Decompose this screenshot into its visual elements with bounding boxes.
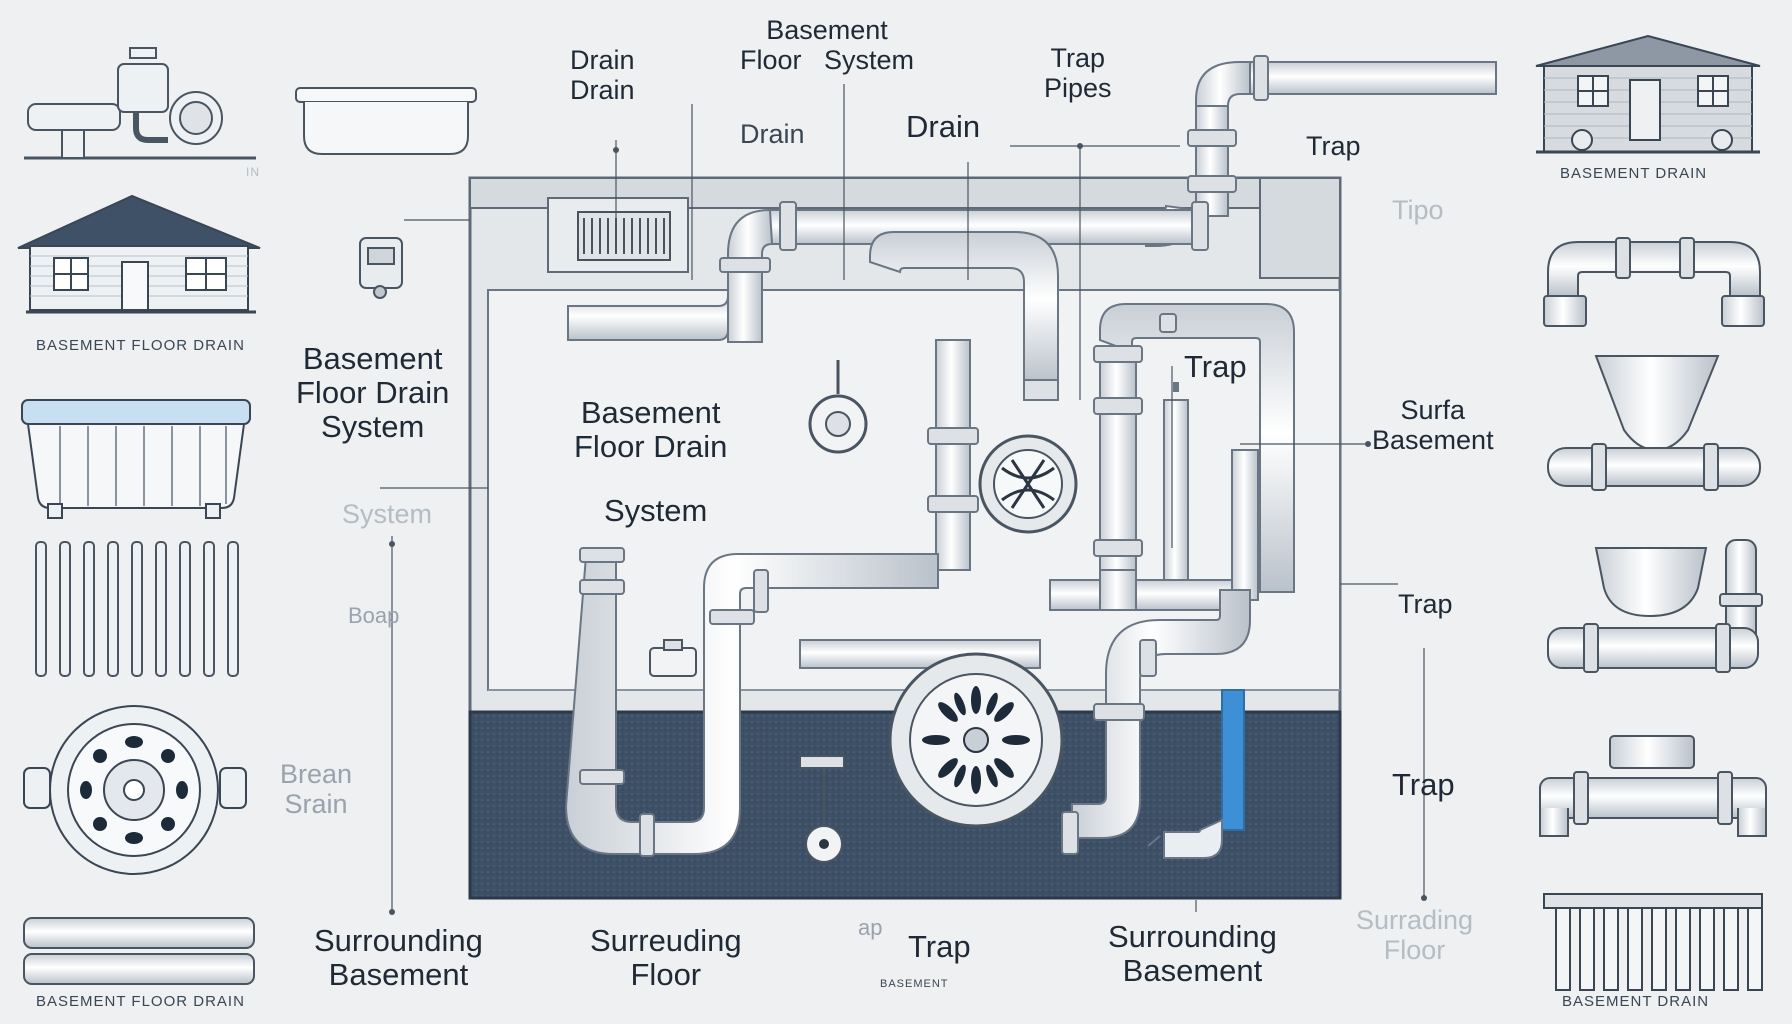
label-trap-right-top: Trap: [1306, 131, 1361, 161]
meter-icon: [359, 237, 403, 299]
label-tipo-faint: Tipo: [1392, 195, 1444, 225]
tub-tank-icon: [21, 399, 251, 519]
grille-bars-icon: [35, 541, 239, 677]
gauge: [808, 360, 868, 454]
caption-house-left: BASEMENT FLOOR DRAIN: [36, 337, 245, 354]
label-trap-right-low: Trap: [1392, 767, 1455, 802]
pipe-grate-icon: [1543, 893, 1763, 991]
caption-bottom-left: BASEMENT FLOOR DRAIN: [36, 993, 245, 1010]
small-valve: [799, 755, 845, 863]
bathtub-icon: [295, 87, 477, 155]
water-pipe: [1147, 689, 1245, 859]
caption-bottom-center: BASEMENT: [880, 978, 949, 990]
faint-caption-top-left: IN: [246, 165, 260, 179]
label-center-system: System: [604, 493, 708, 528]
leader-lines: [380, 84, 1425, 912]
label-basement-floor-system-top: Basement Floor System: [740, 15, 915, 75]
label-ap-faint: ap: [858, 915, 883, 940]
house-icon-left: [17, 194, 261, 314]
pipe-bars-icon: [23, 917, 255, 985]
label-trap-right-mid: Trap: [1398, 589, 1453, 619]
box-trap-icon: [1539, 735, 1767, 837]
wall-drain-round: [978, 434, 1078, 534]
label-surfa-basement: Surfa Basement: [1372, 395, 1494, 455]
house-icon-right: [1535, 34, 1761, 154]
label-surrounding-basement-right: Surrounding Basement: [1108, 919, 1277, 989]
label-trap-bottom: Trap: [908, 929, 971, 964]
label-trap-pipes: Trap Pipes: [1044, 43, 1112, 103]
label-center-title: Basement Floor Drain: [574, 395, 728, 465]
label-drain-faint: Drain: [740, 119, 805, 149]
pipe-network: [564, 55, 1497, 857]
u-pipe-icon: [1543, 237, 1765, 327]
label-drain-center: Drain: [906, 109, 981, 144]
funnel-trap-icon: [1547, 355, 1761, 491]
label-surrounding-floor: Surreuding Floor: [590, 923, 742, 993]
floor-drain-large: [888, 652, 1064, 828]
round-drain-icon: [23, 705, 247, 875]
label-surrounding-basement-left: Surrounding Basement: [314, 923, 483, 993]
label-trap-inner: Trap: [1184, 349, 1247, 384]
caption-bottom-right: BASEMENT DRAIN: [1562, 993, 1710, 1010]
caption-house-right: BASEMENT DRAIN: [1560, 165, 1708, 182]
label-brean-srain-faint: Brean Srain: [280, 759, 353, 819]
bowl-trap-icon: [1547, 539, 1763, 673]
label-left-system-title: Basement Floor Drain System: [296, 341, 450, 445]
label-surrading-floor-right: Surrading Floor: [1356, 905, 1474, 965]
label-system-faint: System: [342, 499, 433, 529]
vent-grille: [547, 197, 689, 273]
cleanout-box: [649, 639, 697, 677]
label-drain-drain: Drain Drain: [570, 45, 635, 105]
bathtub-machine-icon: [24, 47, 256, 160]
label-boap-faint: Boap: [348, 603, 400, 628]
